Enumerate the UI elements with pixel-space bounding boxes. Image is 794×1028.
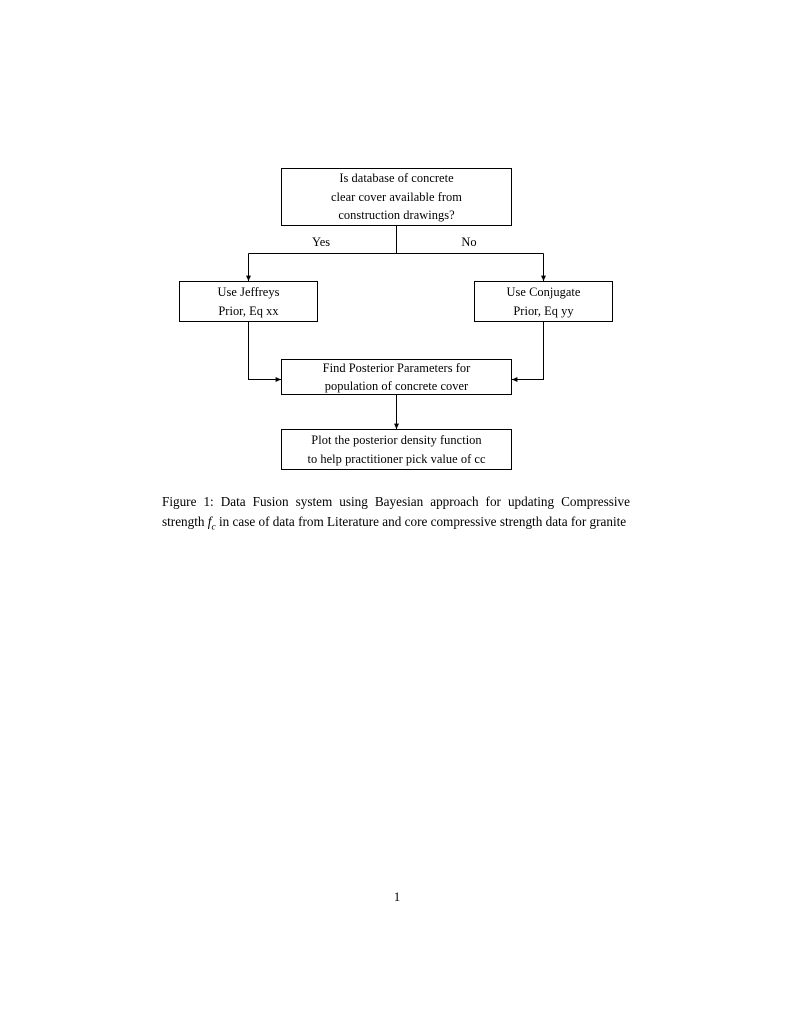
figure-flowchart: Is database of concrete clear cover avai… [0, 0, 794, 490]
math-symbol-subscript: c [211, 522, 216, 533]
node-plot-line-1: Plot the posterior density function [311, 433, 482, 448]
figure-caption-text-after: in case of data from Literature and core… [218, 514, 627, 530]
node-question-line-3: construction drawings? [338, 208, 455, 223]
node-question-line-2: clear cover available from [331, 189, 462, 204]
node-plot-line-2: to help practitioner pick value of cc [307, 451, 486, 466]
node-question-line-1: Is database of concrete [339, 171, 454, 186]
node-posterior-line-1: Find Posterior Parameters for [322, 360, 471, 375]
page-number: 1 [393, 890, 401, 904]
figure-caption: Figure 1: Data Fusion system using Bayes… [162, 492, 630, 535]
figure-caption-label: Figure 1: [162, 494, 214, 509]
node-jeffreys-line-2: Prior, Eq xx [218, 303, 279, 318]
flowchart-node-find-posterior: Find Posterior Parameters for population… [281, 359, 512, 395]
figure-caption-math-symbol: fc [207, 514, 216, 533]
flowchart-node-question: Is database of concrete clear cover avai… [281, 168, 512, 226]
node-conjugate-line-2: Prior, Eq yy [513, 303, 574, 318]
node-jeffreys-line-1: Use Jeffreys [217, 285, 280, 300]
flowchart-connectors [246, 226, 546, 429]
figure-caption-text-before: Data Fusion system using Bayesian approa… [162, 494, 630, 530]
flowchart-node-plot-density: Plot the posterior density function to h… [281, 429, 512, 470]
edge-conjugate-to-posterior [512, 322, 544, 382]
node-posterior-line-2: population of concrete cover [324, 379, 469, 393]
math-symbol-base: f [207, 514, 212, 530]
edge-label-yes: Yes [311, 235, 331, 249]
edge-jeffreys-to-posterior [248, 322, 281, 382]
edge-label-no: No [461, 235, 477, 249]
node-conjugate-line-1: Use Conjugate [506, 285, 581, 300]
flowchart-node-conjugate-prior: Use Conjugate Prior, Eq yy [474, 281, 613, 322]
flowchart-node-jeffreys-prior: Use Jeffreys Prior, Eq xx [179, 281, 318, 322]
